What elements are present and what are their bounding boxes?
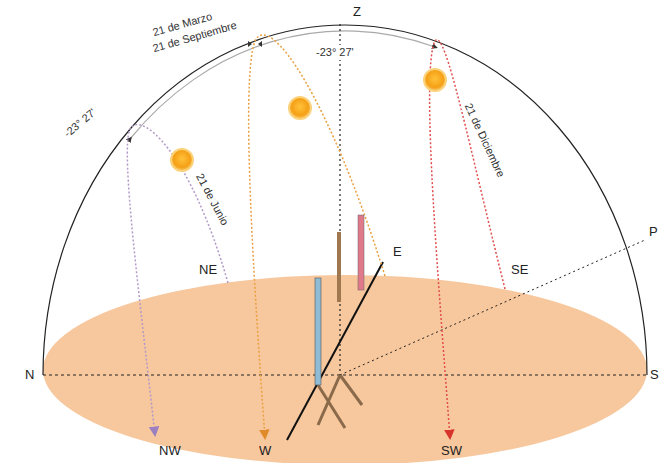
direction-label: E — [392, 244, 403, 259]
angle-label: -23° 27' — [315, 45, 355, 60]
sun — [424, 69, 446, 91]
pole-line — [340, 240, 645, 375]
direction-label: N — [24, 367, 35, 382]
june-sun-path — [127, 125, 228, 435]
north-south-axis — [43, 374, 647, 375]
direction-label: SW — [440, 443, 463, 458]
december-sun-path — [430, 40, 505, 438]
shadow — [318, 375, 362, 428]
gnomon — [337, 232, 341, 302]
equinox-mark — [248, 41, 262, 47]
equinox-sun-path — [249, 35, 385, 438]
gnomon — [315, 278, 321, 385]
zenith-line — [339, 24, 340, 375]
sun — [171, 149, 193, 171]
direction-label: NE — [198, 262, 218, 277]
direction-label: NW — [158, 443, 182, 458]
east-west-axis — [287, 262, 383, 440]
date-label: 21 de Diciembre — [460, 100, 508, 181]
angle-label: -23° 27' — [60, 104, 100, 141]
ground-plane — [43, 275, 647, 463]
direction-label: W — [258, 443, 272, 458]
pole-label: P — [648, 224, 659, 239]
sky-dome — [43, 25, 647, 375]
direction-label: S — [649, 367, 660, 382]
direction-label: SE — [510, 262, 529, 277]
gnomon — [358, 215, 364, 290]
zenith-label: Z — [352, 4, 362, 19]
sun — [289, 97, 311, 119]
